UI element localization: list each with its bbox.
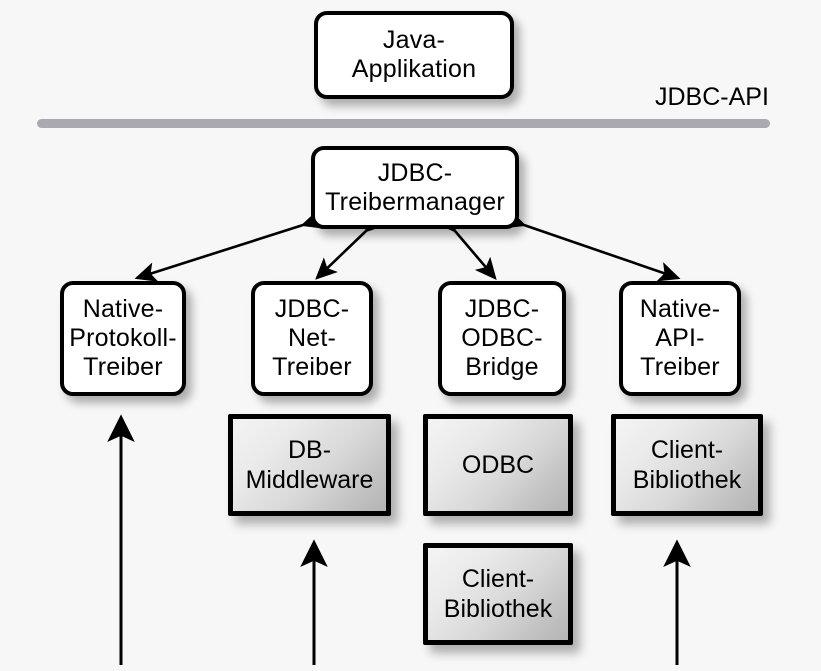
node-db-middleware[interactable]: DB- Middleware <box>228 414 391 516</box>
jdbc-net-line2: Net- <box>287 324 337 352</box>
jdbc-net-line3: Treiber <box>272 353 352 381</box>
arrow-treibermanager-native-api <box>502 209 681 282</box>
node-java-application[interactable]: Java- Applikation <box>314 11 514 99</box>
node-client-bibliothek-center[interactable]: Client- Bibliothek <box>423 543 573 645</box>
db-middleware-line2: Middleware <box>245 466 374 494</box>
arrow-treibermanager-native-protokoll <box>134 209 325 282</box>
jdbc-api-label: JDBC-API <box>655 83 769 111</box>
treibermanager-line1: JDBC- <box>377 158 453 187</box>
jdbc-odbc-line2: ODBC- <box>461 324 543 352</box>
node-odbc[interactable]: ODBC <box>423 414 573 516</box>
native-protokoll-line1: Native- <box>82 295 164 323</box>
node-native-protokoll-treiber[interactable]: Native- Protokoll- Treiber <box>60 281 186 396</box>
native-api-line3: Treiber <box>640 353 720 381</box>
native-protokoll-line2: Protokoll- <box>69 324 177 352</box>
treibermanager-line2: Treibermanager <box>325 187 505 216</box>
jdbc-api-separator-line <box>37 119 770 128</box>
jdbc-odbc-line3: Bridge <box>465 353 539 381</box>
java-application-line1: Java- <box>382 26 446 54</box>
node-jdbc-odbc-bridge[interactable]: JDBC- ODBC- Bridge <box>438 281 566 396</box>
native-protokoll-line3: Treiber <box>83 353 163 381</box>
odbc-text: ODBC <box>461 451 535 479</box>
arrow-treibermanager-jdbc-odbc-bridge <box>434 209 497 280</box>
arrow-treibermanager-jdbc-net <box>315 210 387 280</box>
client-bibliothek-right-line1: Client- <box>650 436 724 464</box>
native-api-line1: Native- <box>639 295 721 323</box>
java-application-line2: Applikation <box>351 55 477 83</box>
client-bibliothek-right-line2: Bibliothek <box>632 466 742 494</box>
node-jdbc-net-treiber[interactable]: JDBC- Net- Treiber <box>251 281 373 396</box>
db-middleware-line1: DB- <box>287 436 332 464</box>
client-bibliothek-center-line1: Client- <box>461 565 535 593</box>
jdbc-net-line1: JDBC- <box>274 295 350 323</box>
node-client-bibliothek-right[interactable]: Client- Bibliothek <box>611 414 763 516</box>
jdbc-odbc-line1: JDBC- <box>464 295 540 323</box>
node-native-api-treiber[interactable]: Native- API- Treiber <box>619 281 741 396</box>
node-jdbc-treibermanager[interactable]: JDBC- Treibermanager <box>311 146 519 229</box>
client-bibliothek-center-line2: Bibliothek <box>443 595 553 623</box>
native-api-line2: API- <box>655 324 705 352</box>
